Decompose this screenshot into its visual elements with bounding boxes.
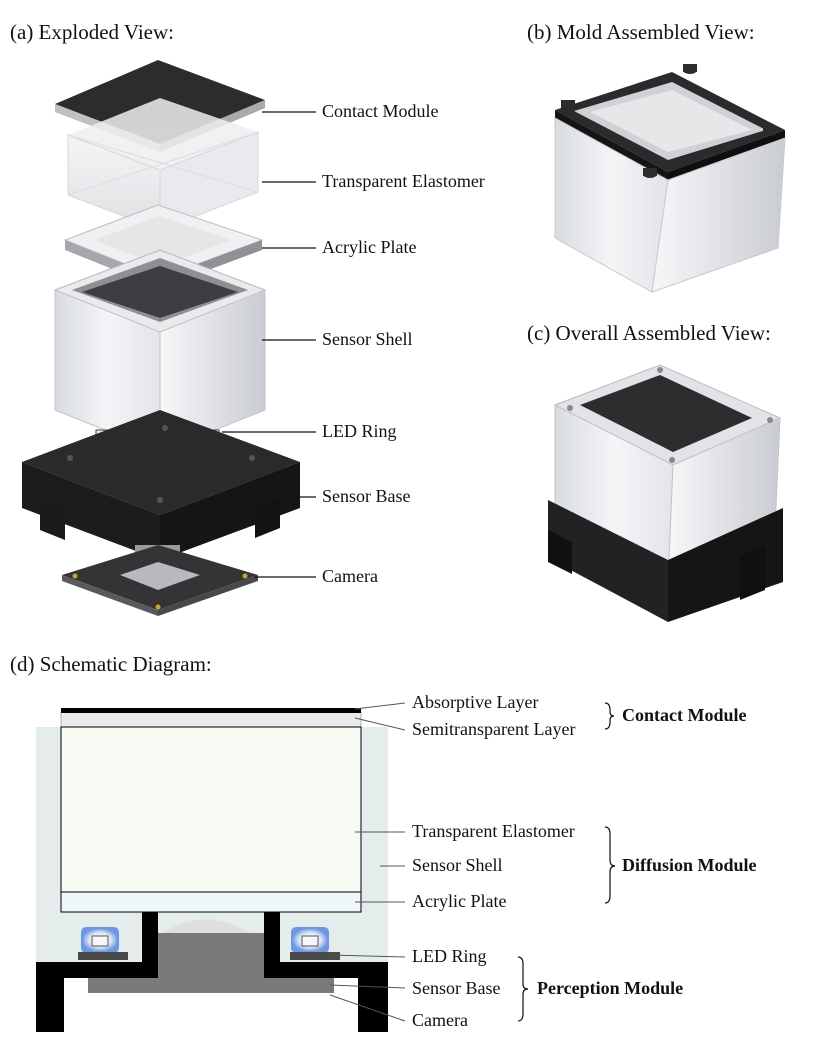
mold-pins	[561, 64, 777, 178]
group-braces	[517, 702, 616, 1022]
schematic-semitransparent-layer	[60, 711, 362, 728]
exploded-sensor-base	[22, 410, 300, 560]
schematic-acrylic-plate	[60, 891, 362, 913]
label-absorptive-layer: Absorptive Layer	[412, 692, 539, 712]
exploded-leader-lines	[222, 111, 316, 578]
label-acrylic-plate: Acrylic Plate	[322, 237, 417, 257]
label-schematic-sensor-base: Sensor Base	[412, 978, 501, 998]
label-sensor-base: Sensor Base	[322, 486, 411, 506]
schematic-diagram-title: (d) Schematic Diagram:	[10, 652, 212, 676]
schematic-transparent-elastomer	[60, 726, 362, 893]
schematic-leader-lines	[329, 702, 406, 1022]
overall-assembled-view-title: (c) Overall Assembled View:	[527, 321, 771, 345]
label-schematic-led-ring: LED Ring	[412, 946, 487, 966]
group-perception-module: Perception Module	[537, 978, 684, 998]
label-sensor-shell: Sensor Shell	[322, 329, 413, 349]
label-schematic-sensor-shell: Sensor Shell	[412, 855, 503, 875]
label-schematic-camera: Camera	[412, 1010, 468, 1030]
label-transparent-elastomer: Transparent Elastomer	[322, 171, 485, 191]
label-schematic-acrylic-plate: Acrylic Plate	[412, 891, 507, 911]
exploded-camera	[62, 545, 258, 616]
exploded-transparent-elastomer	[67, 98, 259, 231]
exploded-sensor-shell	[53, 249, 267, 453]
overall-assembled-render	[548, 364, 783, 622]
label-camera: Camera	[322, 566, 378, 586]
mold-assembled-render	[554, 64, 786, 293]
exploded-view-title: (a) Exploded View:	[10, 20, 174, 44]
label-semitransparent-layer: Semitransparent Layer	[412, 719, 576, 739]
schematic-absorptive-layer	[61, 708, 361, 713]
schematic-diagram	[36, 708, 388, 1032]
label-led-ring: LED Ring	[322, 421, 397, 441]
label-schematic-transparent-elastomer: Transparent Elastomer	[412, 821, 575, 841]
mold-assembled-view-title: (b) Mold Assembled View:	[527, 20, 755, 44]
label-contact-module: Contact Module	[322, 101, 439, 121]
group-diffusion-module: Diffusion Module	[622, 855, 757, 875]
schematic-camera-board	[88, 978, 334, 993]
group-contact-module: Contact Module	[622, 705, 747, 725]
